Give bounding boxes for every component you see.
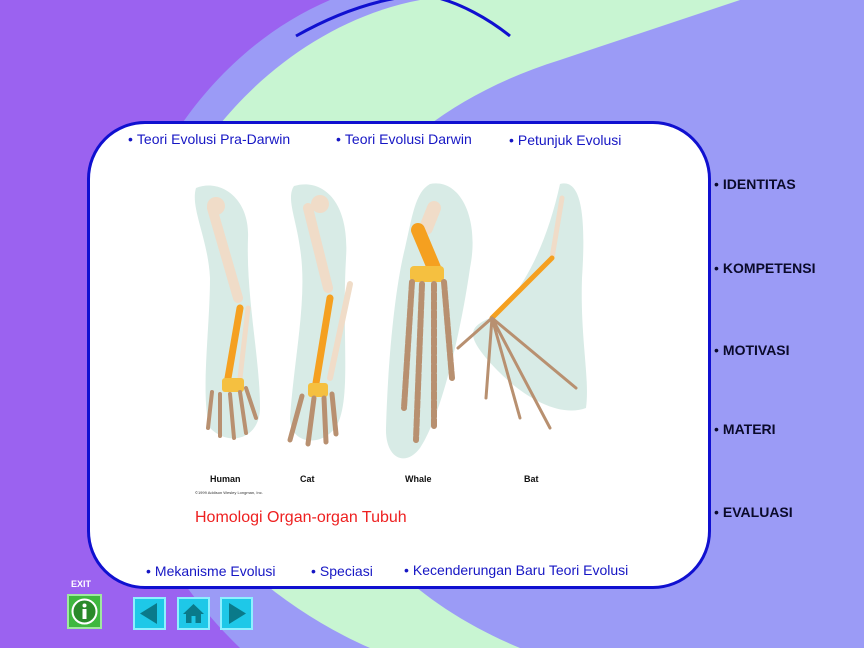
menu-motivasi[interactable]: •MOTIVASI [714, 342, 790, 358]
link-kecenderungan-baru-teori-evolusi[interactable]: •Kecenderungan Baru Teori Evolusi [404, 562, 629, 578]
exit-info-button[interactable] [67, 594, 102, 629]
bat-wing-illustration [456, 183, 587, 430]
label-cat: Cat [300, 474, 315, 484]
arrow-left-icon [140, 603, 157, 624]
human-arm-illustration [194, 185, 260, 440]
figure-caption: Homologi Organ-organ Tubuh [195, 509, 407, 526]
label-bat: Bat [524, 474, 539, 484]
top-arc-line [295, 0, 511, 38]
link-teori-evolusi-pra-darwin[interactable]: •Teori Evolusi Pra-Darwin [128, 131, 291, 147]
link-speciasi[interactable]: •Speciasi [311, 563, 373, 579]
menu-kompetensi[interactable]: •KOMPETENSI [714, 260, 816, 276]
arrow-right-icon [229, 603, 246, 624]
whale-flipper-illustration [385, 183, 473, 459]
link-petunjuk-evolusi[interactable]: •Petunjuk Evolusi [509, 132, 622, 148]
info-icon [71, 598, 98, 625]
exit-label: EXIT [71, 579, 92, 589]
cat-leg-illustration [287, 184, 353, 447]
homology-limbs-figure [194, 183, 587, 459]
home-button[interactable] [177, 597, 210, 630]
home-icon [183, 604, 204, 623]
previous-button[interactable] [133, 597, 166, 630]
figure-copyright: ©1999 Addison Wesley Longman, Inc. [195, 490, 263, 495]
label-human: Human [210, 474, 241, 484]
link-mekanisme-evolusi[interactable]: •Mekanisme Evolusi [146, 563, 276, 579]
label-whale: Whale [405, 474, 432, 484]
menu-materi[interactable]: •MATERI [714, 421, 776, 437]
menu-evaluasi[interactable]: •EVALUASI [714, 504, 793, 520]
menu-identitas[interactable]: •IDENTITAS [714, 176, 796, 192]
link-teori-evolusi-darwin[interactable]: •Teori Evolusi Darwin [336, 131, 472, 147]
next-button[interactable] [220, 597, 253, 630]
